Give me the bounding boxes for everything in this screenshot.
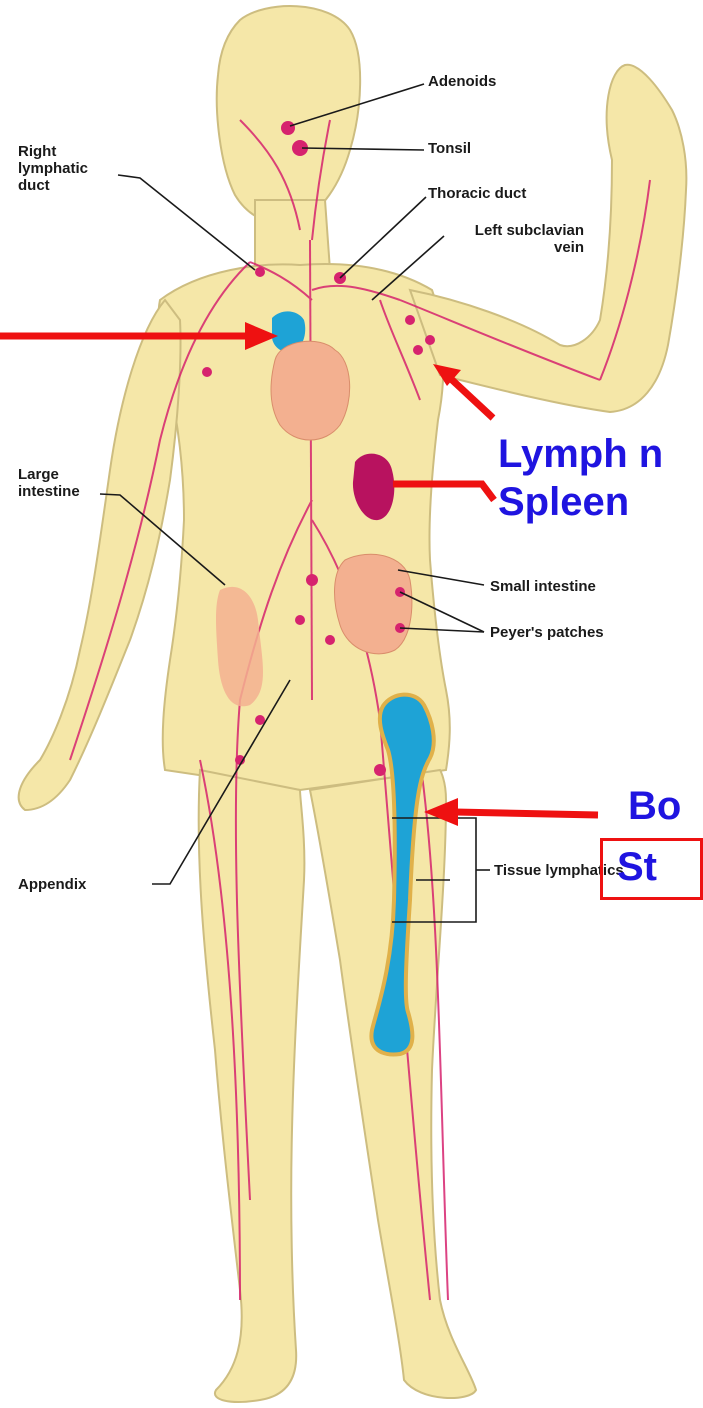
label-tonsil: Tonsil: [428, 140, 471, 157]
label-thoracic-duct: Thoracic duct: [428, 185, 526, 202]
callout-bone-marrow: Bo: [628, 784, 703, 828]
label-small-intestine: Small intestine: [490, 578, 596, 595]
label-peyers-patches: Peyer's patches: [490, 624, 604, 641]
body-silhouette: [19, 6, 687, 1402]
label-adenoids: Adenoids: [428, 73, 496, 90]
label-appendix: Appendix: [18, 876, 86, 893]
label-left-subclavian-vein: Left subclavian vein: [446, 222, 584, 256]
callout-lymph-nodes: Lymph n: [498, 432, 663, 476]
heart: [271, 341, 350, 440]
label-right-lymphatic-duct: Right lymphatic duct: [18, 143, 88, 194]
label-large-intestine: Large intestine: [18, 466, 80, 500]
callout-stem-cells-box: St: [600, 838, 703, 900]
callout-spleen: Spleen: [498, 480, 629, 524]
callout-stem-cells: St: [617, 845, 657, 889]
bone-marrow-arrow: [455, 812, 598, 815]
